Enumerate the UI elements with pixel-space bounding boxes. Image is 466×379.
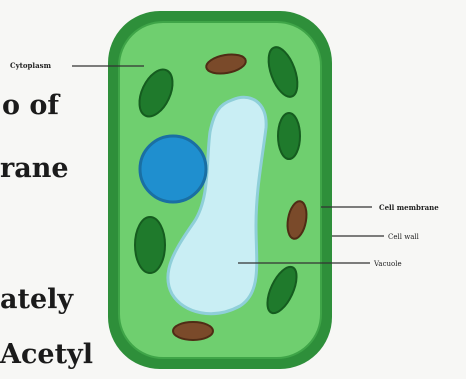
chloroplast (135, 217, 165, 273)
cell-membrane-label: Cell membrane (379, 203, 439, 212)
vacuole-label: Vacuole (373, 260, 402, 268)
cytoplasm-label: Cytoplasm (10, 61, 52, 70)
chloroplast (278, 113, 300, 159)
cell-wall-label: Cell wall (388, 233, 420, 241)
nucleus (140, 136, 206, 202)
mitochondrion (173, 322, 213, 340)
